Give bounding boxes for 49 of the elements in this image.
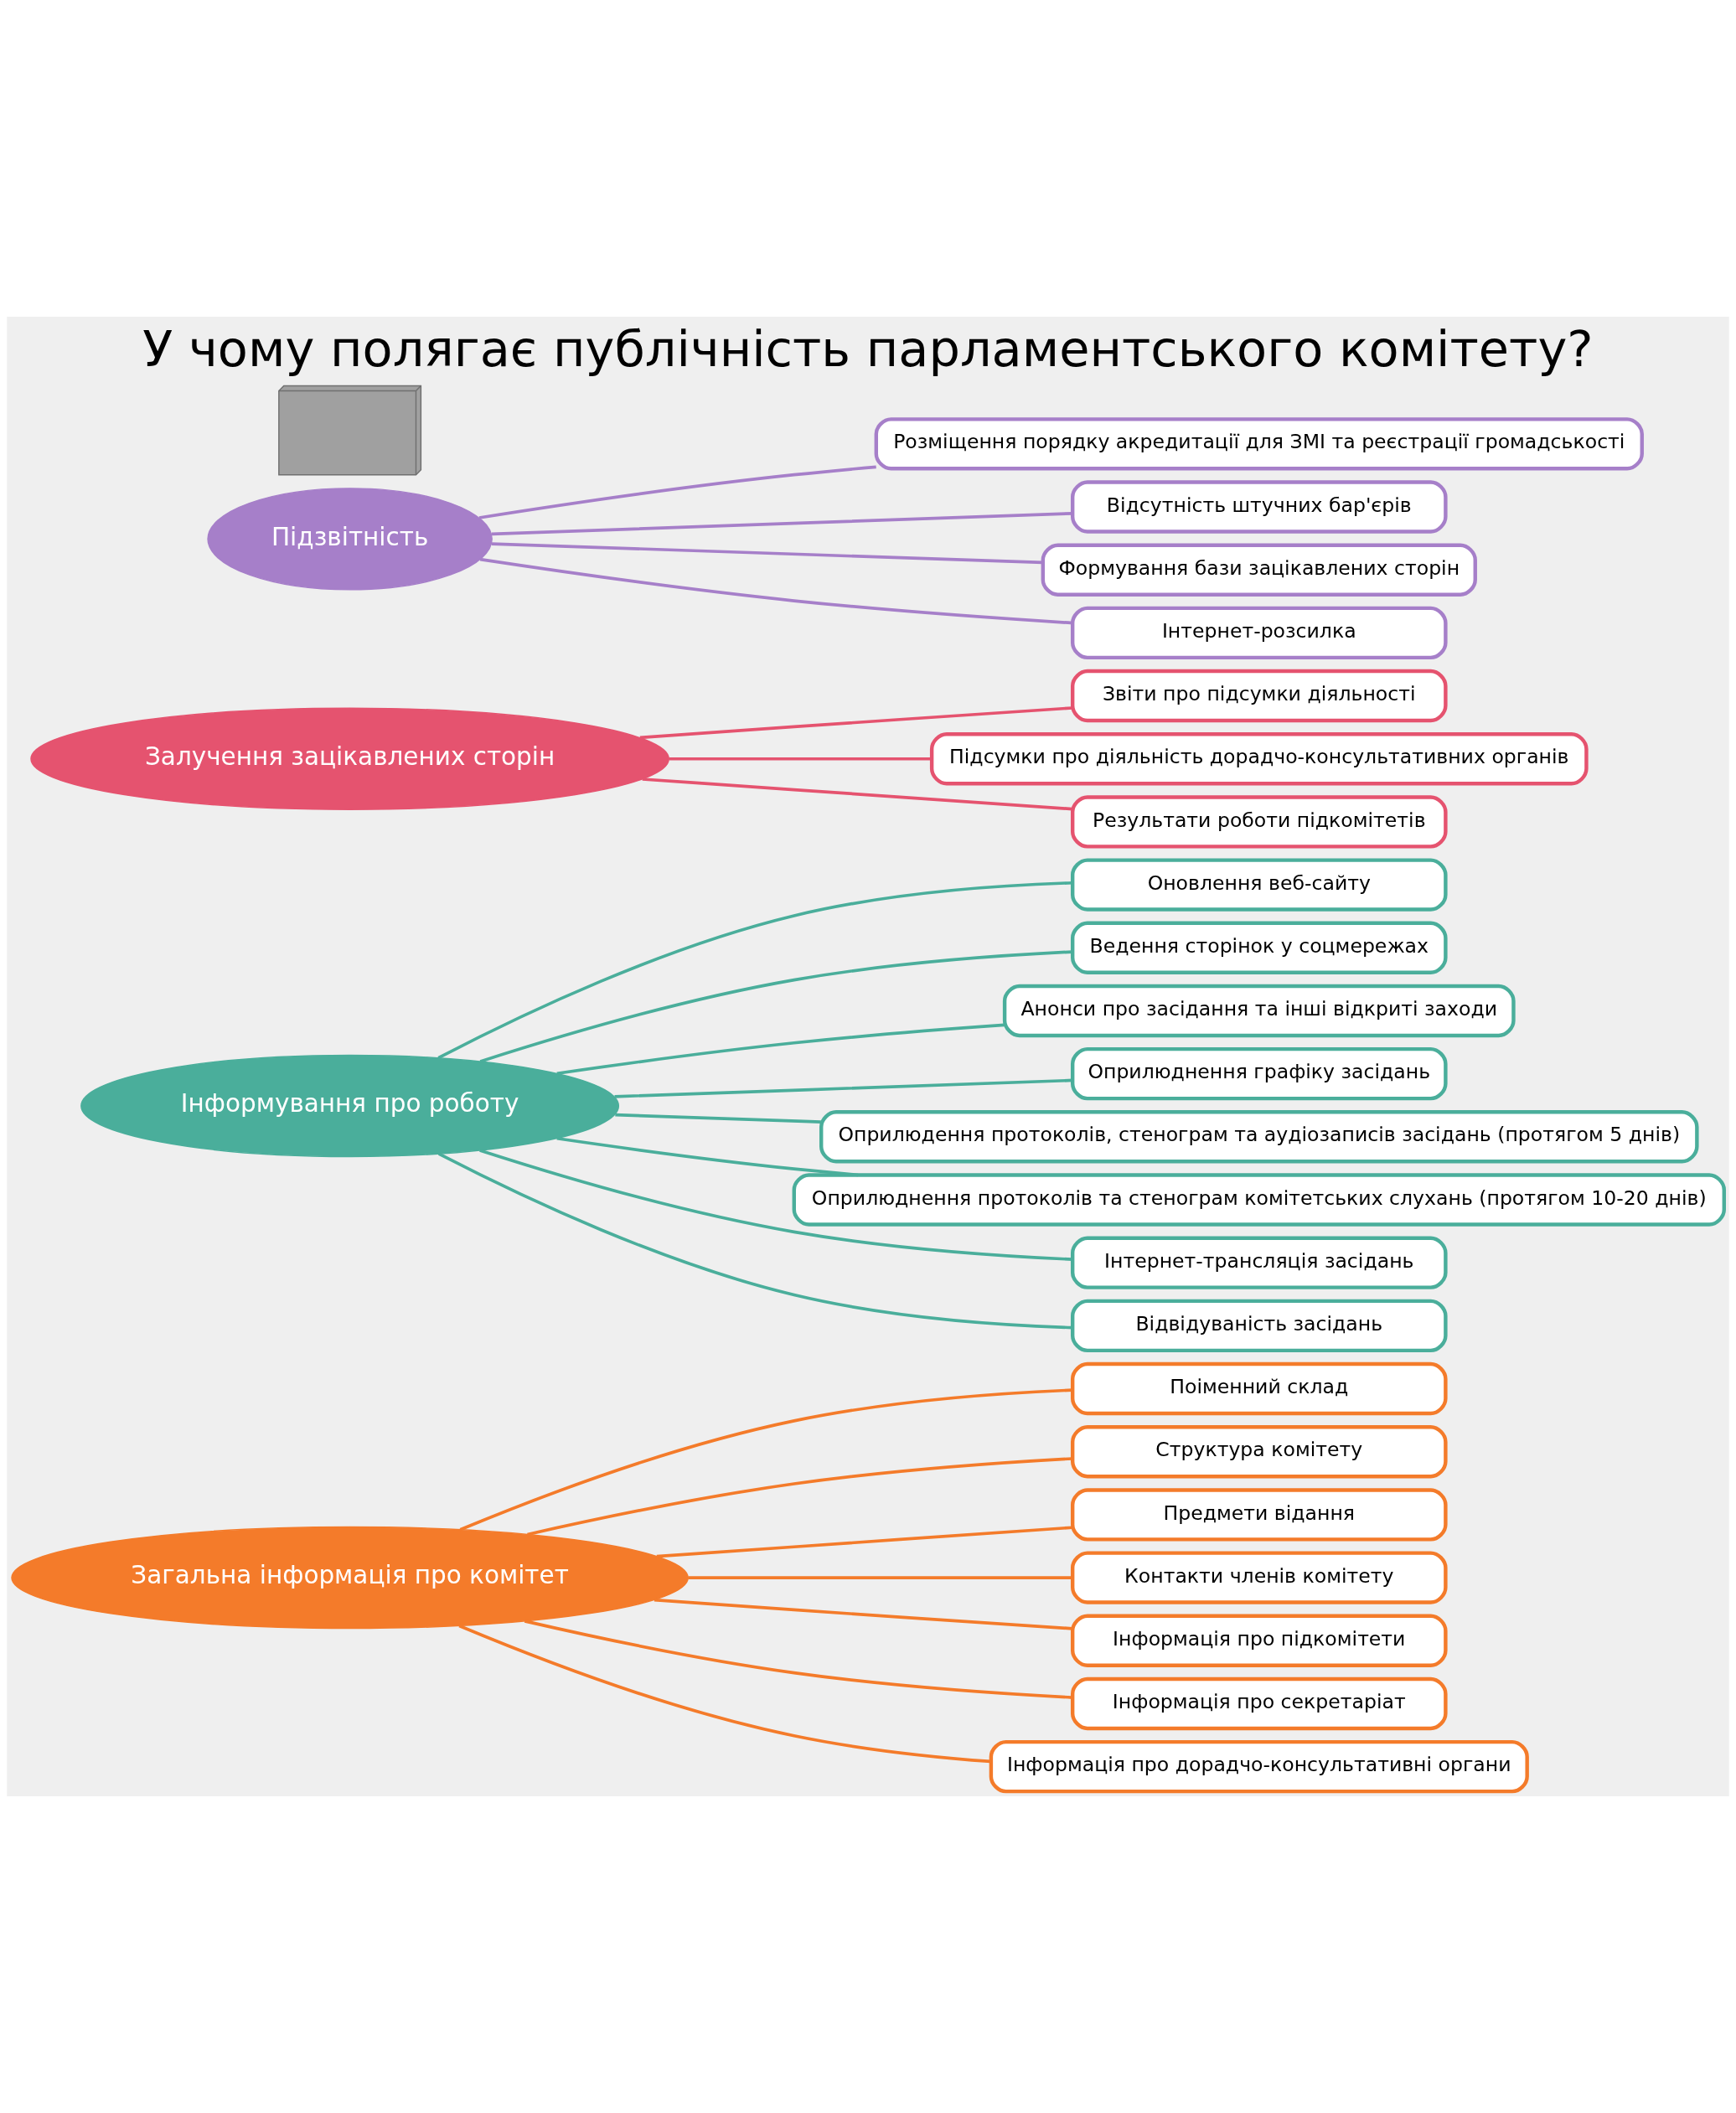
node-box: Звіти про підсумки діяльності — [1071, 669, 1448, 723]
node-box: Оприлюднення графіку засідань — [1071, 1046, 1448, 1101]
node-box: Оприлюдення протоколів, стенограм та аудіозаписів засідань (протягом 5 днів) — [819, 1110, 1699, 1164]
node-box: Відсутність штучних бар'єрів — [1071, 480, 1448, 534]
node-box: Інформація про секретаріат — [1071, 1676, 1448, 1731]
node-box: Інформація про підкомітети — [1071, 1614, 1448, 1667]
node-box: Оновлення веб-сайту — [1071, 858, 1448, 912]
node-box: Формування бази зацікавлених сторін — [1041, 543, 1477, 597]
connector — [642, 778, 1072, 811]
connector — [614, 1078, 1073, 1098]
node-box: Предмети відання — [1071, 1488, 1448, 1542]
connector — [491, 512, 1073, 536]
connector — [458, 1624, 991, 1764]
connector — [437, 1152, 1072, 1330]
node-box: Контакти членів комітету — [1071, 1551, 1448, 1604]
connector — [479, 557, 1073, 625]
connector — [556, 1023, 1005, 1076]
node-box: Відвідуваність засідань — [1071, 1299, 1448, 1353]
connector — [656, 1526, 1072, 1558]
node-ellipse: Інформування про роботу — [80, 1054, 620, 1158]
diagram-title: У чому полягає публічність парламентського комітету? — [142, 319, 1594, 378]
connector — [639, 706, 1072, 740]
node-box: Поіменний склад — [1071, 1361, 1448, 1416]
connector — [478, 465, 876, 519]
node-box: Розміщення порядку акредитації для ЗМІ та реєстрації громадськості — [874, 417, 1644, 471]
node-ellipse: Залучення зацікавлених сторін — [30, 707, 669, 810]
node-box: Ведення сторінок у соцмережах — [1071, 921, 1448, 974]
node-box: Оприлюднення протоколів та стенограм комітетських слухань (протягом 10-20 днів) — [792, 1173, 1726, 1227]
connector — [524, 1620, 1072, 1699]
node-box: Анонси про засідання та інші відкриті заходи — [1002, 984, 1516, 1038]
connector — [615, 1113, 821, 1124]
connector — [527, 1457, 1072, 1537]
connector — [556, 1136, 859, 1177]
node-box: Структура комітету — [1071, 1425, 1448, 1479]
node-box: Підсумки про діяльність дорадчо-консультативних органів — [929, 732, 1589, 786]
connector — [437, 881, 1072, 1060]
connector — [479, 950, 1072, 1063]
connector — [479, 1149, 1072, 1261]
node-ellipse: Підзвітність — [207, 488, 493, 591]
connector — [459, 1388, 1072, 1532]
node-ellipse: Загальна інформація про комітет — [11, 1526, 689, 1630]
node-box: Інтернет-розсилка — [1071, 606, 1448, 660]
connector — [669, 757, 933, 761]
connector — [654, 1598, 1072, 1630]
node-box: Результати роботи підкомітетів — [1071, 795, 1448, 849]
node-box: Інтернет-трансляція засідань — [1071, 1236, 1448, 1289]
node-box: Інформація про дорадчо-консультативні органи — [989, 1739, 1529, 1794]
connector — [491, 542, 1043, 565]
connector — [688, 1576, 1072, 1579]
